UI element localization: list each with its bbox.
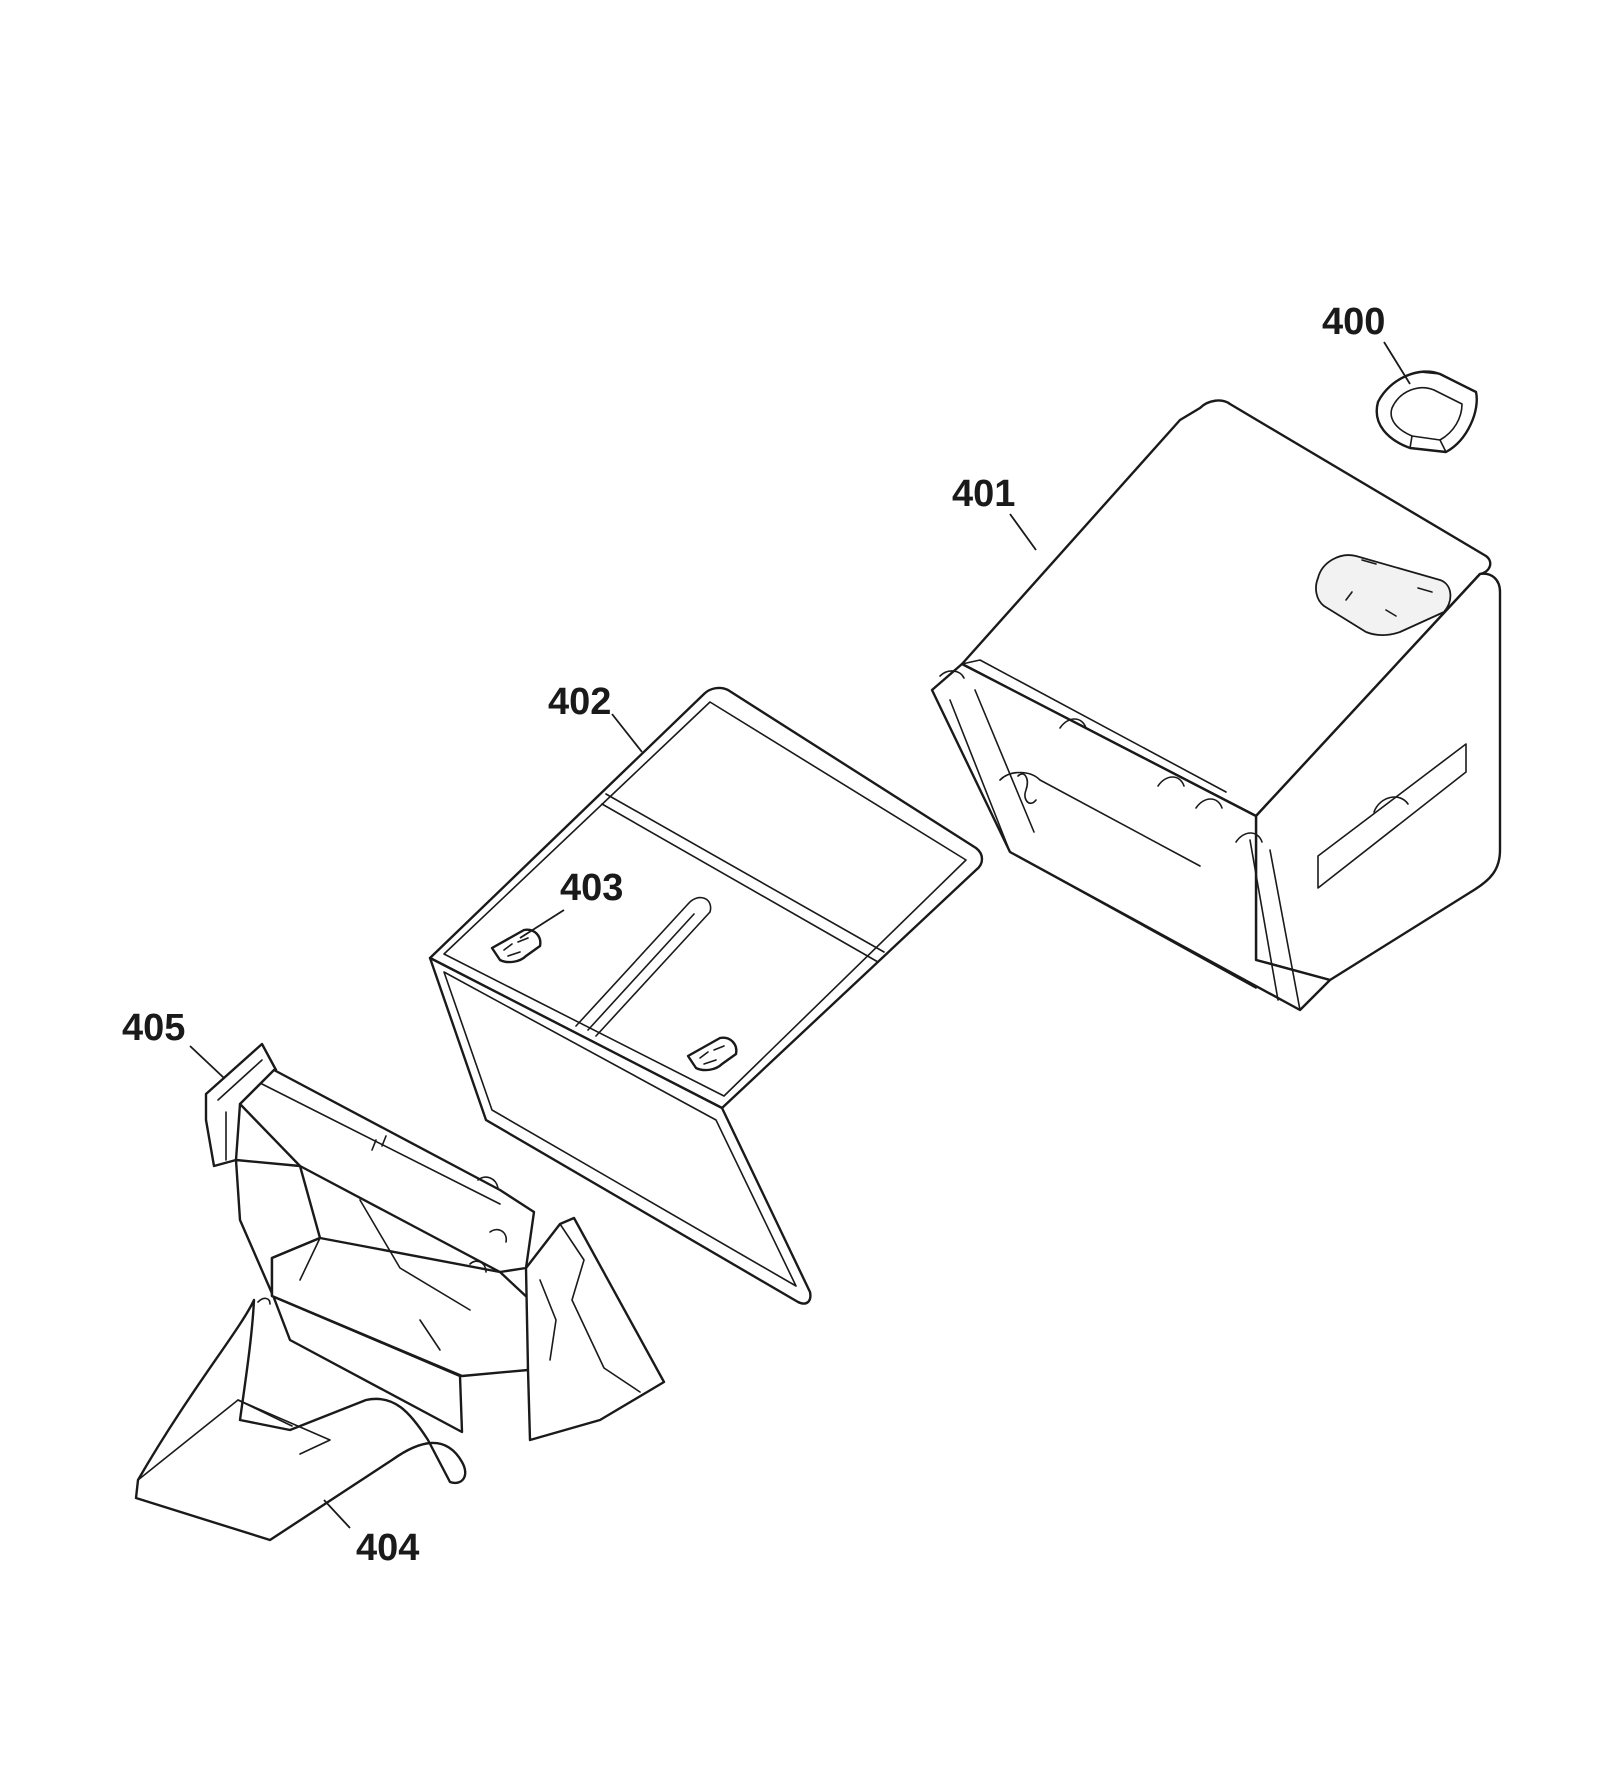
- part-400-cap[interactable]: [1375, 370, 1478, 454]
- callout-400: 400: [1322, 301, 1385, 343]
- callout-labels: 400 401 402 403 404 405: [122, 301, 1385, 1569]
- leader-lines: [189, 341, 1411, 1529]
- part-405-lid[interactable]: [204, 1042, 666, 1442]
- callout-405: 405: [122, 1007, 185, 1049]
- callout-403: 403: [560, 867, 623, 909]
- leader-405: [189, 1045, 225, 1079]
- part-401-housing[interactable]: [930, 399, 1502, 1012]
- part-403-clips[interactable]: [490, 928, 738, 1072]
- callout-401: 401: [952, 473, 1015, 515]
- leader-401: [1009, 513, 1037, 551]
- leader-400: [1383, 341, 1411, 385]
- leader-402: [611, 713, 643, 753]
- callout-402: 402: [548, 681, 611, 723]
- leader-403: [519, 909, 565, 939]
- part-402-frame[interactable]: [428, 686, 984, 1305]
- callout-404: 404: [356, 1527, 419, 1569]
- part-404-chute[interactable]: [134, 1297, 467, 1542]
- leader-404: [323, 1499, 351, 1529]
